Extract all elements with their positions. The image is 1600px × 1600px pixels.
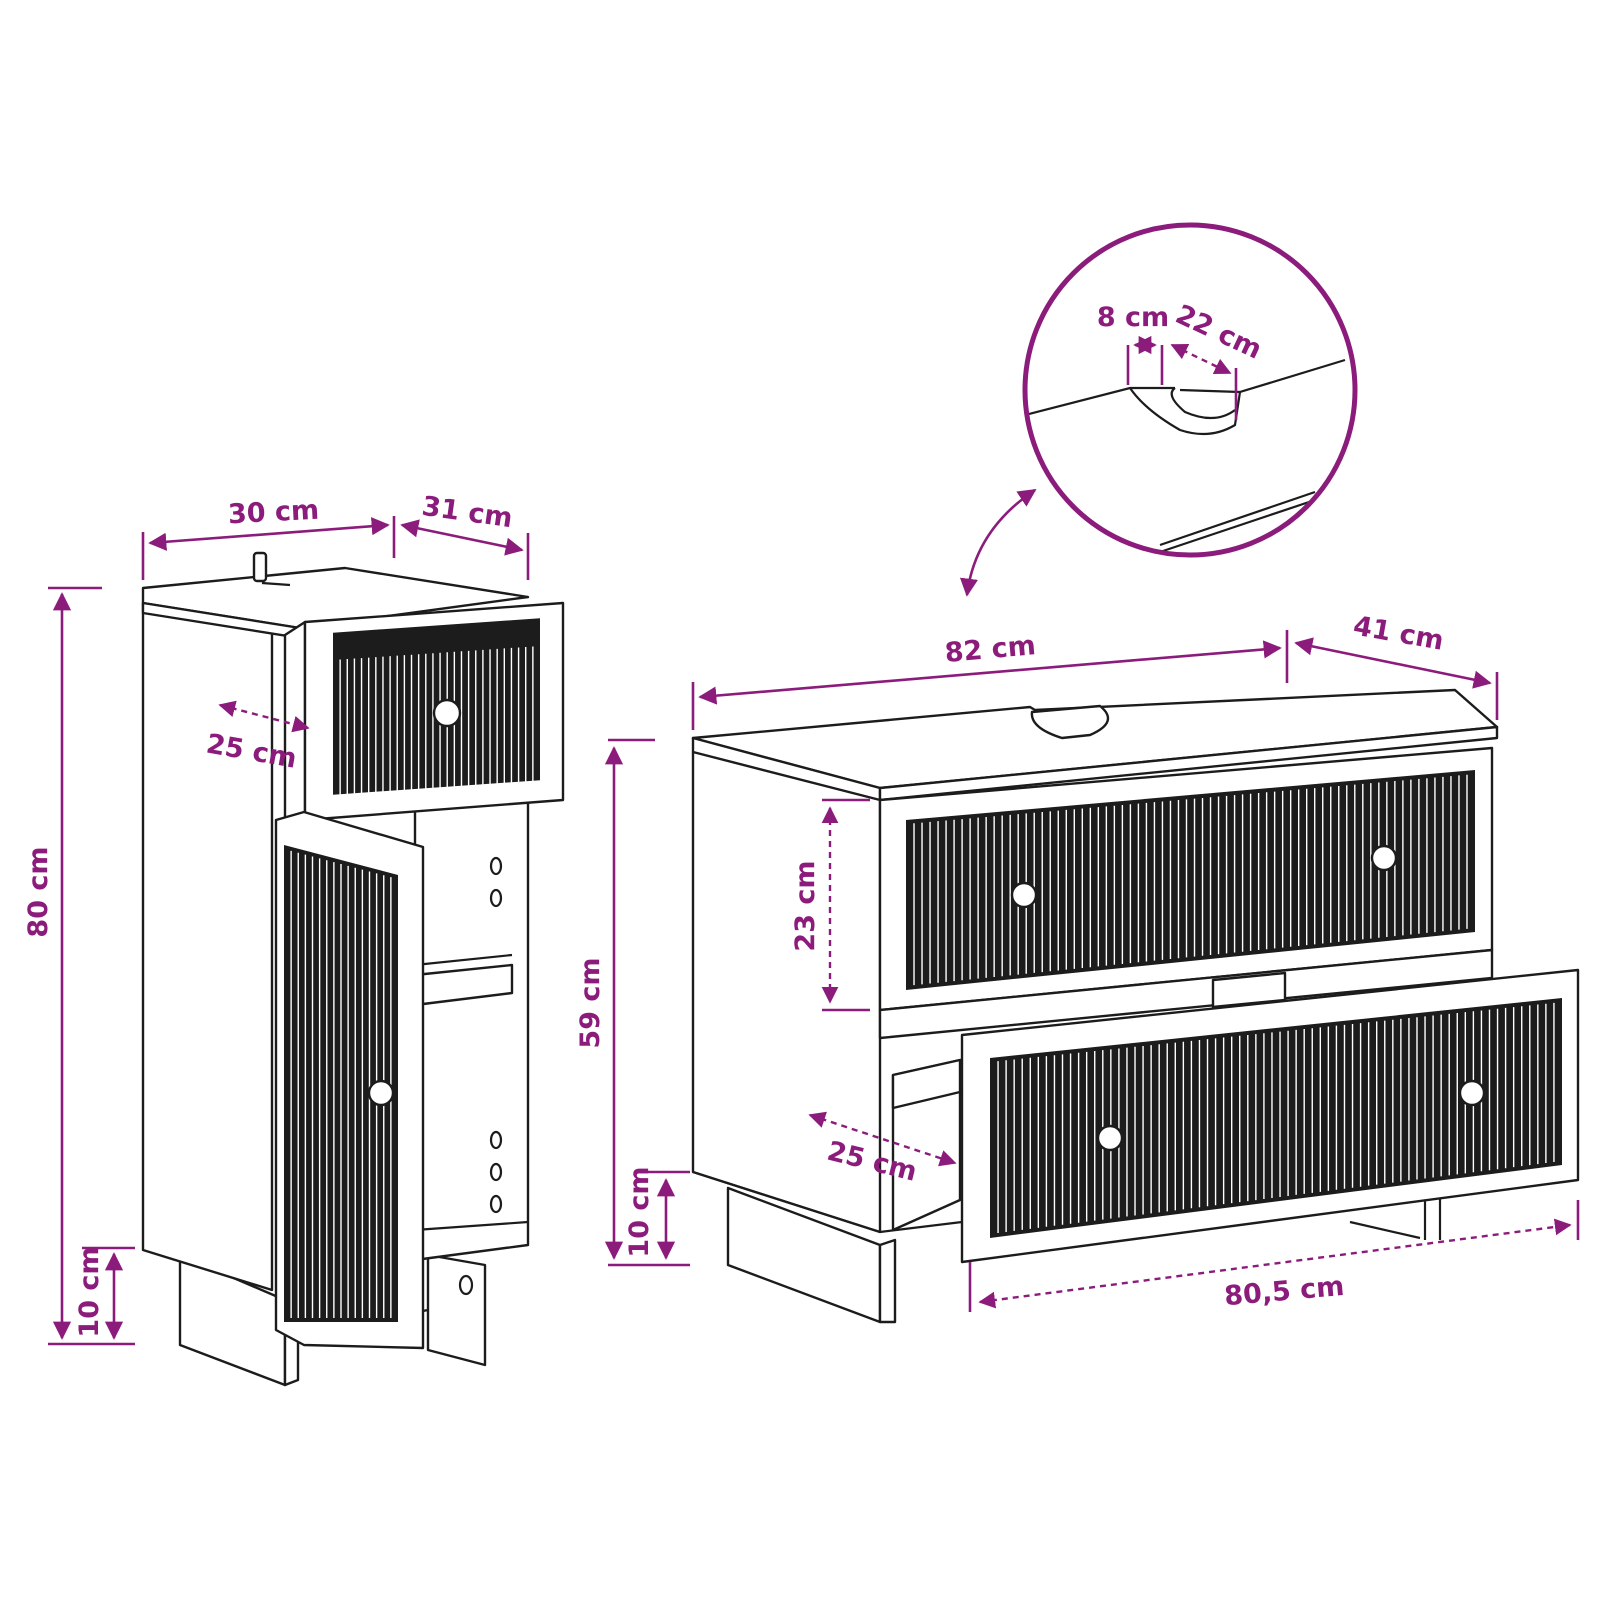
vanity-drawer-width-label: 80,5 cm: [1223, 1271, 1345, 1312]
vanity-height-label: 59 cm: [575, 957, 606, 1048]
vanity-drawing: [691, 688, 1580, 1324]
side-cabinet-depth-label: 31 cm: [420, 491, 515, 534]
cutout-depth-label: 22 cm: [1171, 299, 1267, 366]
side-cabinet-dimensions: [48, 516, 530, 1346]
vanity-drawer-height-label: 23 cm: [790, 860, 821, 951]
vanity-width-label: 82 cm: [944, 630, 1037, 669]
vanity-dimensions: [604, 630, 1580, 1312]
vanity-depth-label: 41 cm: [1351, 610, 1446, 656]
side-cabinet-drawing: [141, 551, 565, 1387]
cutout-detail-callout: [959, 222, 1358, 597]
side-cabinet-height-label: 80 cm: [23, 846, 54, 937]
cutout-width-label: 8 cm: [1097, 302, 1169, 333]
side-cabinet-leg-height-label: 10 cm: [74, 1246, 105, 1337]
side-cabinet-width-label: 30 cm: [227, 495, 320, 531]
vanity-leg-height-label: 10 cm: [624, 1166, 655, 1257]
